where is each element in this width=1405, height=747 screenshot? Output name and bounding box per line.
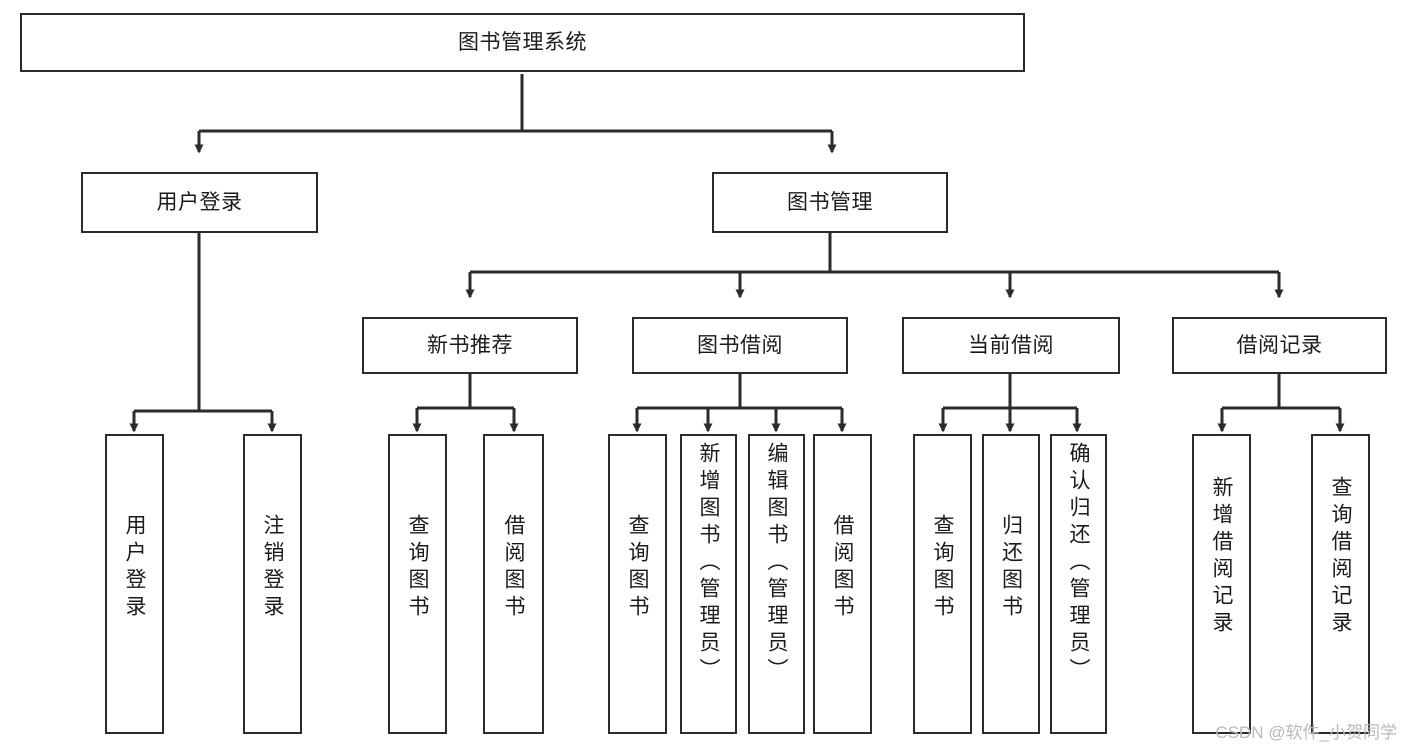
node-label: 图书借阅 bbox=[697, 333, 783, 357]
node-label: 归还图书 bbox=[999, 514, 1023, 622]
node-leaf-add-book-admin[interactable]: 新增图书（管理员） bbox=[680, 434, 737, 734]
node-book-management[interactable]: 图书管理 bbox=[712, 172, 948, 233]
node-label: 查询图书 bbox=[406, 514, 429, 622]
node-label: 编辑图书（管理员） bbox=[765, 442, 788, 685]
node-leaf-user-login[interactable]: 用户登录 bbox=[105, 434, 164, 734]
node-user-login[interactable]: 用户登录 bbox=[81, 172, 318, 233]
node-new-book-recommend[interactable]: 新书推荐 bbox=[362, 317, 578, 374]
node-leaf-borrow-book-recommend[interactable]: 借阅图书 bbox=[483, 434, 544, 734]
node-leaf-edit-book-admin[interactable]: 编辑图书（管理员） bbox=[748, 434, 805, 734]
node-borrow-record[interactable]: 借阅记录 bbox=[1172, 317, 1387, 374]
node-label: 用户登录 bbox=[123, 514, 146, 622]
node-leaf-add-borrow-record[interactable]: 新增借阅记录 bbox=[1192, 434, 1251, 734]
node-leaf-query-book-recommend[interactable]: 查询图书 bbox=[388, 434, 447, 734]
node-label: 新书推荐 bbox=[427, 333, 513, 357]
node-root-book-management-system[interactable]: 图书管理系统 bbox=[20, 13, 1025, 72]
node-label: 图书管理 bbox=[787, 190, 873, 214]
node-leaf-logout-login[interactable]: 注销登录 bbox=[243, 434, 302, 734]
node-label: 当前借阅 bbox=[968, 333, 1054, 357]
node-label: 查询图书 bbox=[626, 514, 649, 622]
node-leaf-confirm-return-admin[interactable]: 确认归还（管理员） bbox=[1050, 434, 1107, 734]
node-label: 借阅图书 bbox=[831, 514, 854, 622]
node-leaf-query-book-borrow[interactable]: 查询图书 bbox=[608, 434, 667, 734]
node-label: 注销登录 bbox=[261, 514, 284, 622]
node-leaf-query-borrow-record[interactable]: 查询借阅记录 bbox=[1311, 434, 1370, 734]
csdn-watermark: CSDN @软件_小贺同学 bbox=[1215, 723, 1397, 742]
node-label: 查询图书 bbox=[931, 514, 954, 622]
node-label: 新增借阅记录 bbox=[1210, 476, 1233, 638]
node-book-borrow[interactable]: 图书借阅 bbox=[632, 317, 848, 374]
node-label: 确认归还（管理员） bbox=[1067, 442, 1090, 685]
node-label: 图书管理系统 bbox=[458, 30, 587, 54]
node-leaf-query-book-current[interactable]: 查询图书 bbox=[913, 434, 972, 734]
node-label: 新增图书（管理员） bbox=[697, 442, 720, 685]
node-label: 借阅图书 bbox=[502, 514, 525, 622]
node-label: 查询借阅记录 bbox=[1329, 476, 1352, 638]
node-leaf-borrow-book[interactable]: 借阅图书 bbox=[813, 434, 872, 734]
node-leaf-return-book[interactable]: 归还图书 bbox=[982, 434, 1040, 734]
node-label: 借阅记录 bbox=[1236, 333, 1323, 357]
node-current-borrow[interactable]: 当前借阅 bbox=[902, 317, 1120, 374]
node-label: 用户登录 bbox=[156, 190, 243, 214]
